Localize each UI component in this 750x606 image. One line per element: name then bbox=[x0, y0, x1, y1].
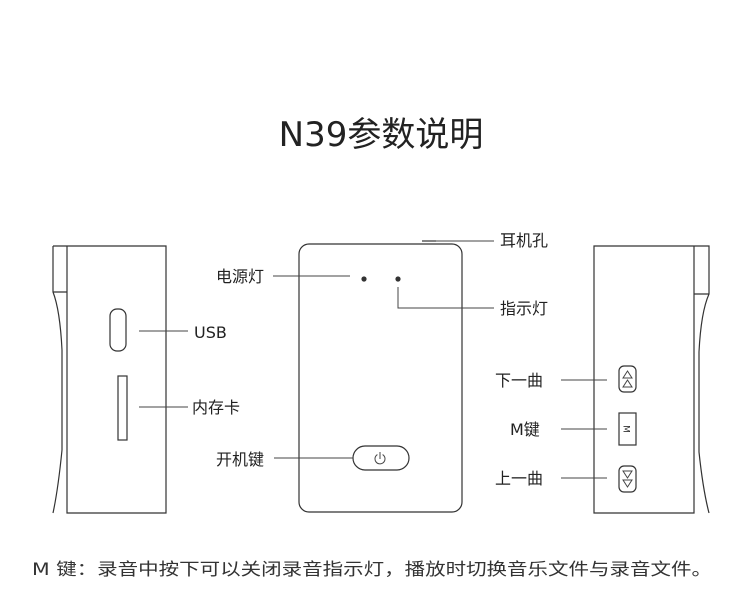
memory-card-slot bbox=[117, 375, 128, 441]
left-side-view bbox=[52, 245, 188, 514]
memory-card-label: 内存卡 bbox=[192, 398, 240, 417]
right-side-view: M bbox=[561, 245, 710, 514]
indicator-light-dot bbox=[395, 276, 401, 282]
usb-label: USB bbox=[194, 323, 227, 342]
m-key-button bbox=[618, 412, 637, 446]
prev-track-button bbox=[618, 465, 637, 493]
indicator-light-label: 指示灯 bbox=[500, 299, 548, 318]
power-light-dot bbox=[361, 276, 367, 282]
usb-port bbox=[109, 308, 127, 352]
footer-note: M 键：录音中按下可以关闭录音指示灯，播放时切换音乐文件与录音文件。 bbox=[32, 560, 712, 580]
m-key-label: M键 bbox=[510, 420, 540, 439]
power-key-button bbox=[352, 445, 410, 471]
next-track-button bbox=[618, 365, 637, 393]
prev-track-icon bbox=[622, 470, 633, 488]
m-key-glyph: M bbox=[621, 425, 631, 433]
prev-track-label: 上一曲 bbox=[495, 469, 543, 488]
power-key-label: 开机键 bbox=[216, 450, 264, 469]
power-icon bbox=[374, 452, 386, 465]
left-device-outline bbox=[52, 245, 167, 514]
power-light-label: 电源灯 bbox=[216, 267, 264, 286]
page-title: N39参数说明 bbox=[279, 115, 484, 155]
next-track-label: 下一曲 bbox=[495, 371, 543, 390]
next-track-icon bbox=[622, 370, 633, 388]
right-device-outline bbox=[593, 245, 710, 514]
indicator-light-leader-line bbox=[397, 287, 494, 309]
headphone-jack-label: 耳机孔 bbox=[500, 231, 548, 250]
front-view bbox=[273, 240, 494, 513]
front-device-outline bbox=[298, 243, 463, 513]
